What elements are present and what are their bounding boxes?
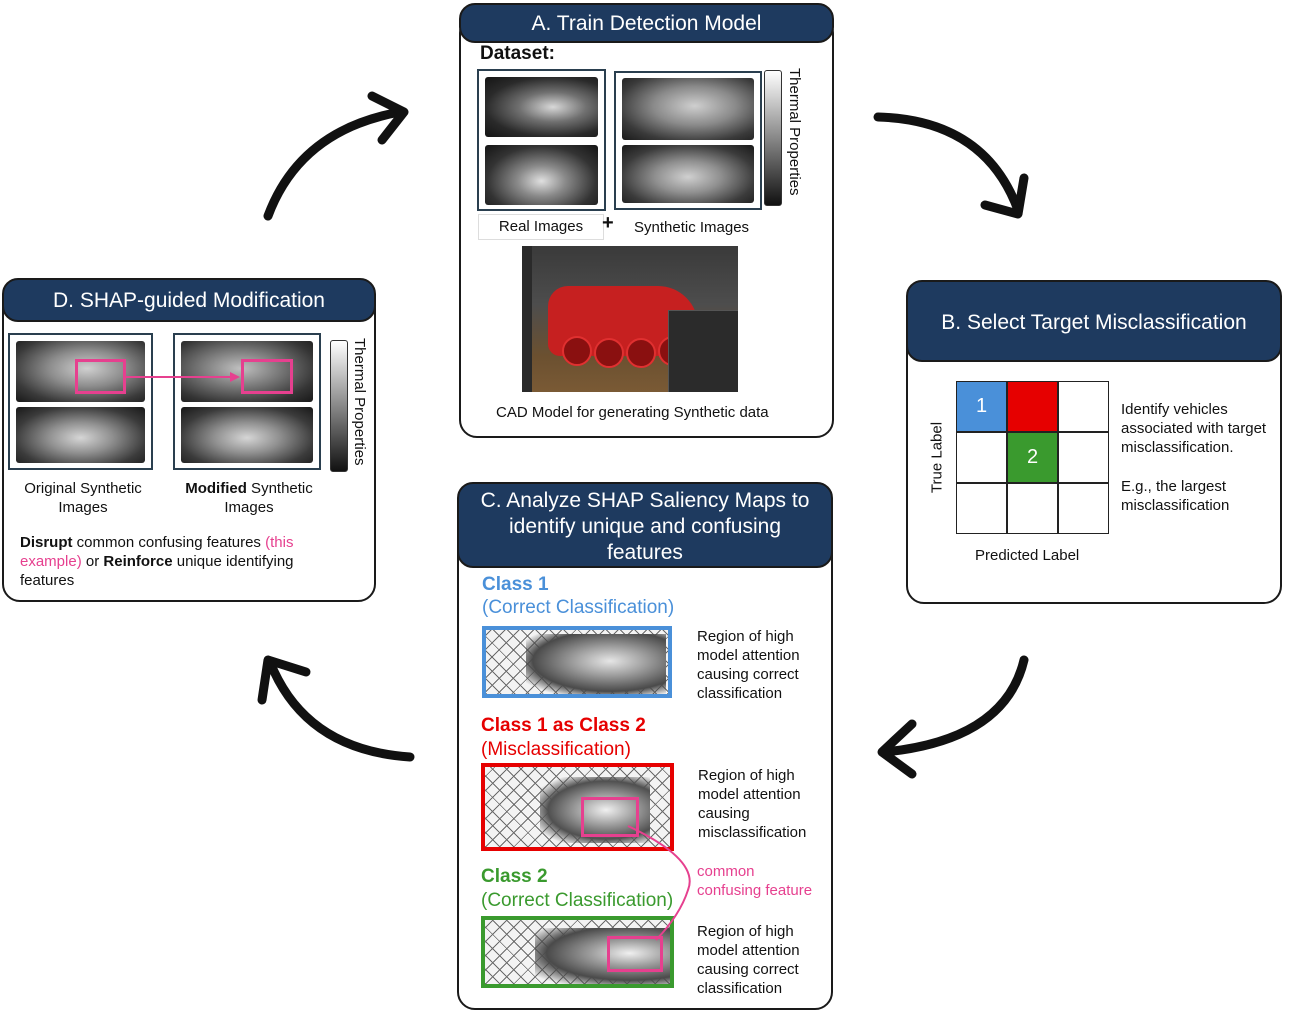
modified-highlight-box (241, 359, 293, 394)
cad-model-screenshot (522, 246, 738, 392)
real-thermal-image-bottom (485, 145, 598, 205)
misclass-attention-region (540, 777, 650, 843)
synthetic-images-box (614, 71, 762, 210)
original-highlight-box (75, 359, 126, 394)
arrow-b-to-c (880, 655, 1029, 757)
reinforce-rest: unique identifying features (20, 553, 294, 589)
confusion-cell-0-2 (1058, 381, 1109, 432)
thermal-properties-label-a: Thermal Properties (786, 68, 803, 196)
class1-saliency-map (482, 626, 672, 698)
this-example-note: (this example) (20, 534, 294, 570)
real-images-label: Real Images (478, 214, 604, 240)
disrupt-rest: common confusing features (72, 534, 266, 551)
identify-vehicles-text: Identify vehicles associated with target… (1121, 401, 1267, 456)
cad-toolbar (522, 246, 532, 392)
modified-synthetic-label: Modified Synthetic Images (173, 479, 325, 517)
original-thermal-bottom (16, 407, 145, 463)
arrow-c-to-d (265, 657, 415, 762)
confusion-cell-class1: 1 (956, 381, 1007, 432)
class1-attention-region (526, 634, 666, 694)
modified-rest: Synthetic Images (224, 480, 313, 516)
dataset-label: Dataset: (480, 43, 555, 64)
confusion-cell-2-2 (1058, 483, 1109, 534)
misclass-description: Region of high model attention causing m… (698, 767, 807, 841)
plus-sign: + (602, 212, 614, 234)
thermal-properties-label-d: Thermal Properties (351, 338, 368, 466)
panel-c-header: C. Analyze SHAP Saliency Maps to identif… (457, 482, 833, 568)
modified-bold: Modified (185, 480, 247, 497)
arrow-d-to-a (263, 107, 405, 221)
class2-confusing-box (607, 936, 663, 972)
panel-a-header: A. Train Detection Model (459, 3, 834, 43)
class2-saliency-map (481, 916, 674, 988)
panel-b-header: B. Select Target Misclassification (906, 280, 1282, 362)
cad-wheel-1 (562, 336, 592, 366)
or-text: or (81, 553, 104, 570)
misclass-confusing-box (581, 797, 639, 837)
confusion-cell-misclass (1007, 381, 1058, 432)
reinforce-bold: Reinforce (103, 553, 173, 570)
confusion-cell-1-0 (956, 432, 1007, 483)
confusion-cell-1-2 (1058, 432, 1109, 483)
arrow-a-to-b (873, 112, 1023, 215)
largest-misclassification-text: E.g., the largest misclassification (1121, 478, 1230, 514)
class1-subtitle: (Correct Classification) (482, 597, 675, 618)
cad-caption: CAD Model for generating Synthetic data (496, 404, 769, 421)
class1-description: Region of high model attention causing c… (697, 628, 800, 702)
class2-title: Class 2 (481, 866, 548, 887)
predicted-label-axis: Predicted Label (975, 547, 1080, 564)
synthetic-images-label: Synthetic Images (634, 219, 750, 236)
original-synthetic-label: Original Synthetic Images (24, 480, 142, 516)
disrupt-bold: Disrupt (20, 534, 73, 551)
modified-thermal-bottom (181, 407, 313, 463)
confusion-cell-2-0 (956, 483, 1007, 534)
panel-d-header: D. SHAP-guided Modification (2, 278, 376, 322)
confusion-cell-2-1 (1007, 483, 1058, 534)
misclass-title: Class 1 as Class 2 (481, 715, 646, 736)
real-thermal-image-top (485, 77, 598, 137)
thermal-colorbar-a (764, 70, 782, 206)
cad-wheel-3 (626, 338, 656, 368)
class2-subtitle: (Correct Classification) (481, 890, 674, 911)
disrupt-reinforce-text: Disrupt common confusing features (this … (20, 533, 330, 590)
misclass-saliency-map (481, 763, 674, 851)
class1-title: Class 1 (482, 574, 549, 595)
synthetic-thermal-image-bottom (622, 145, 754, 203)
cad-wheel-2 (594, 338, 624, 368)
common-confusing-note: common confusing feature (697, 863, 813, 899)
class2-description: Region of high model attention causing c… (697, 923, 800, 997)
real-images-box (477, 69, 606, 211)
thermal-colorbar-d (330, 340, 348, 472)
confusion-cell-class2: 2 (1007, 432, 1058, 483)
synthetic-thermal-image-top (622, 78, 754, 140)
cad-material-panel (668, 310, 738, 392)
misclass-subtitle: (Misclassification) (481, 739, 631, 760)
